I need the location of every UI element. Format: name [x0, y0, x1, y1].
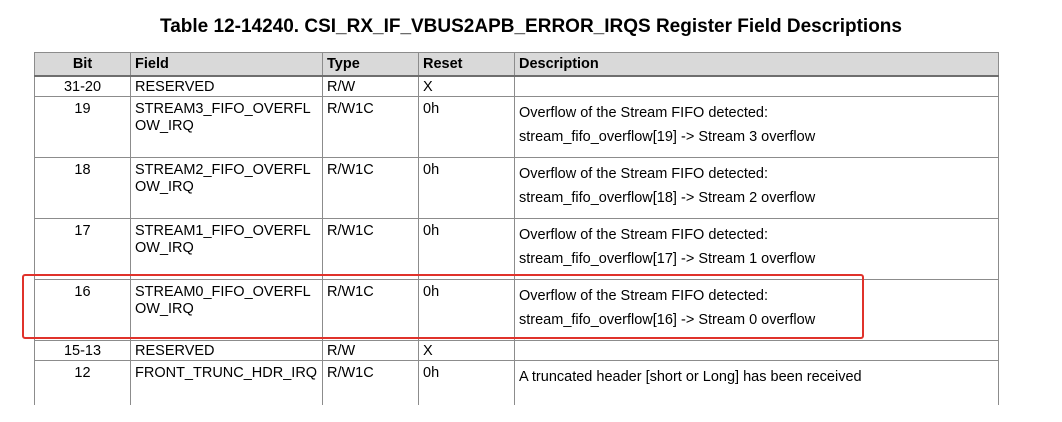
cell-reset: 0h: [418, 360, 515, 405]
cell-reset: X: [418, 75, 515, 97]
description-line: stream_fifo_overflow[19] -> Stream 3 ove…: [519, 129, 816, 145]
cell-bit: 17: [34, 218, 131, 280]
cell-field: STREAM1_FIFO_OVERFLOW_IRQ: [130, 218, 323, 280]
cell-bit: 18: [34, 157, 131, 219]
description-line: stream_fifo_overflow[18] -> Stream 2 ove…: [519, 190, 816, 206]
header-field: Field: [130, 52, 323, 77]
cell-description: [514, 75, 999, 97]
cell-type: R/W: [322, 75, 419, 97]
table-title: Table 12-14240. CSI_RX_IF_VBUS2APB_ERROR…: [160, 16, 902, 37]
cell-type: R/W1C: [322, 218, 419, 280]
cell-reset: X: [418, 340, 515, 361]
description-line: Overflow of the Stream FIFO detected:: [519, 166, 769, 182]
table-row: 19 STREAM3_FIFO_OVERFLOW_IRQ R/W1C 0h Ov…: [34, 96, 999, 158]
cell-field: STREAM0_FIFO_OVERFLOW_IRQ: [130, 279, 323, 341]
header-description: Description: [514, 52, 999, 77]
header-type: Type: [322, 52, 419, 77]
cell-description: Overflow of the Stream FIFO detected: st…: [514, 279, 999, 341]
cell-bit: 15-13: [34, 340, 131, 361]
cell-field: STREAM2_FIFO_OVERFLOW_IRQ: [130, 157, 323, 219]
description-line: Overflow of the Stream FIFO detected:: [519, 288, 769, 304]
cell-field: FRONT_TRUNC_HDR_IRQ: [130, 360, 323, 405]
header-reset: Reset: [418, 52, 515, 77]
cell-type: R/W1C: [322, 96, 419, 158]
cell-description: A truncated header [short or Long] has b…: [514, 360, 999, 405]
cell-type: R/W1C: [322, 157, 419, 219]
table-row: 15-13 RESERVED R/W X: [34, 340, 999, 361]
cell-description: Overflow of the Stream FIFO detected: st…: [514, 157, 999, 219]
cell-reset: 0h: [418, 218, 515, 280]
table-row-highlighted: 16 STREAM0_FIFO_OVERFLOW_IRQ R/W1C 0h Ov…: [34, 279, 999, 341]
register-field-table: Bit Field Type Reset Description 31-20 R…: [34, 52, 999, 405]
cell-reset: 0h: [418, 96, 515, 158]
cell-description: Overflow of the Stream FIFO detected: st…: [514, 96, 999, 158]
cell-bit: 12: [34, 360, 131, 405]
table-row: 12 FRONT_TRUNC_HDR_IRQ R/W1C 0h A trunca…: [34, 360, 999, 405]
header-bit: Bit: [34, 52, 131, 77]
description-line: Overflow of the Stream FIFO detected:: [519, 227, 769, 243]
description-line: A truncated header [short or Long] has b…: [519, 369, 862, 385]
table-row: 18 STREAM2_FIFO_OVERFLOW_IRQ R/W1C 0h Ov…: [34, 157, 999, 219]
cell-bit: 19: [34, 96, 131, 158]
description-line: Overflow of the Stream FIFO detected:: [519, 105, 769, 121]
cell-description: [514, 340, 999, 361]
cell-type: R/W: [322, 340, 419, 361]
cell-bit: 31-20: [34, 75, 131, 97]
table-row: 17 STREAM1_FIFO_OVERFLOW_IRQ R/W1C 0h Ov…: [34, 218, 999, 280]
cell-field: RESERVED: [130, 340, 323, 361]
cell-reset: 0h: [418, 279, 515, 341]
table-row: 31-20 RESERVED R/W X: [34, 75, 999, 97]
cell-bit: 16: [34, 279, 131, 341]
cell-reset: 0h: [418, 157, 515, 219]
cell-field: STREAM3_FIFO_OVERFLOW_IRQ: [130, 96, 323, 158]
cell-description: Overflow of the Stream FIFO detected: st…: [514, 218, 999, 280]
description-line: stream_fifo_overflow[16] -> Stream 0 ove…: [519, 312, 816, 328]
cell-type: R/W1C: [322, 360, 419, 405]
cell-field: RESERVED: [130, 75, 323, 97]
cell-type: R/W1C: [322, 279, 419, 341]
table-header-row: Bit Field Type Reset Description: [34, 52, 999, 77]
description-line: stream_fifo_overflow[17] -> Stream 1 ove…: [519, 251, 816, 267]
